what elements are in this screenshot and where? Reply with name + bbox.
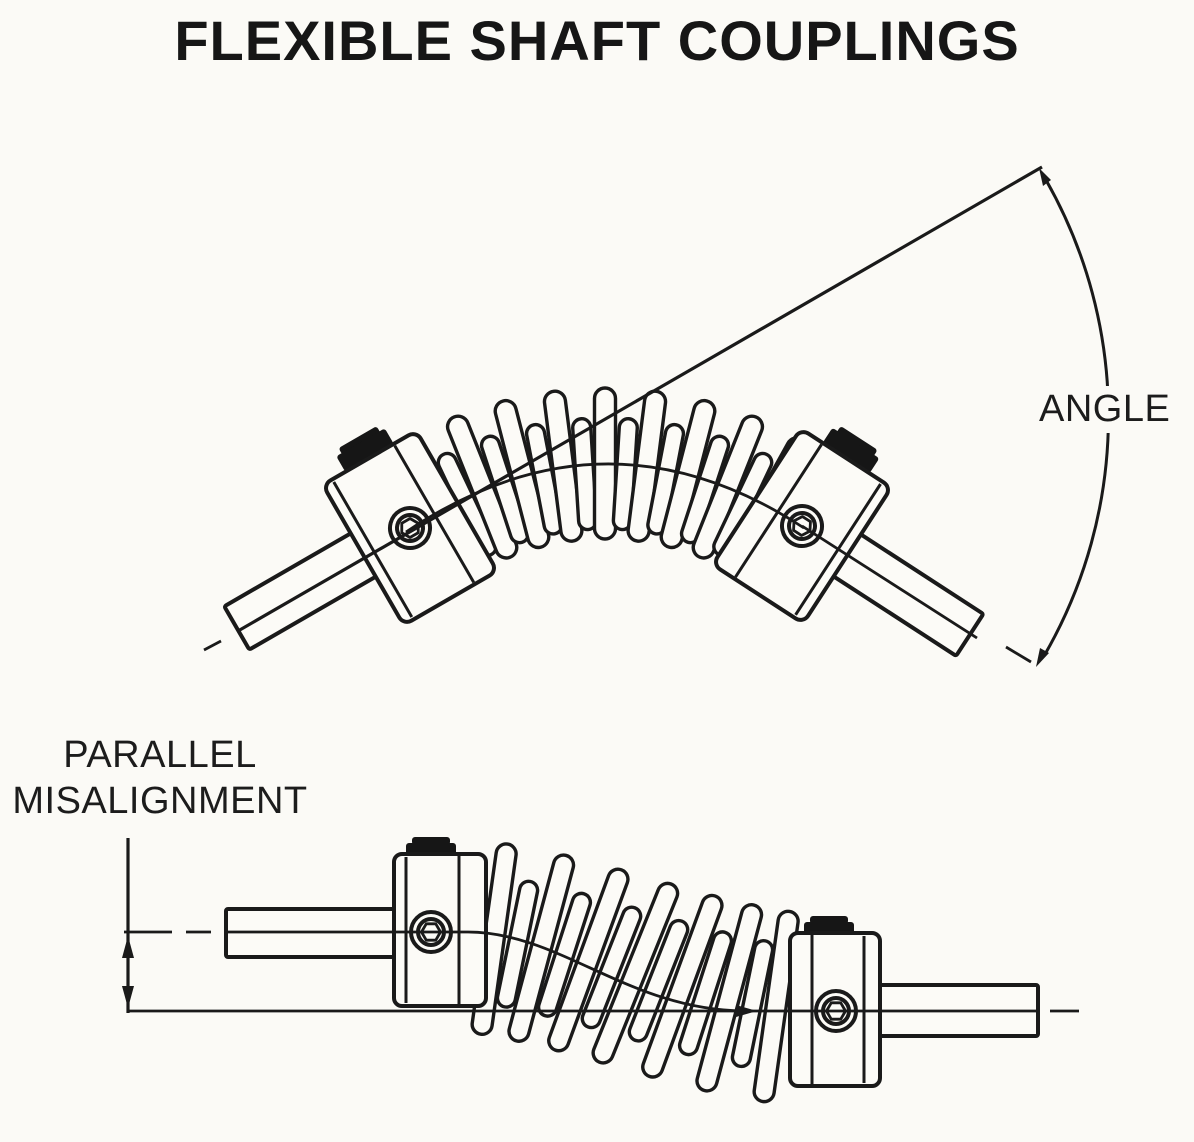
dimension-arrow-up — [122, 936, 134, 958]
set-screw-cap-icon — [836, 427, 877, 457]
right-axis-dash — [1005, 645, 1032, 664]
coupling-centerline-s-curve — [467, 930, 747, 1013]
bellows-fin — [591, 881, 680, 1065]
left-axis-dash — [203, 639, 222, 652]
angle-label: ANGLE — [1034, 386, 1176, 433]
right-hub-assembly-lower — [788, 916, 1040, 1088]
bellows-fin — [695, 903, 764, 1093]
coupling-centerline-curve — [405, 462, 805, 534]
bellows-fin — [677, 930, 734, 1057]
hex-socket-icon — [400, 517, 420, 539]
arc-arrowhead-bottom — [1036, 648, 1049, 667]
set-screw-icon — [337, 429, 393, 471]
parallel-label-line1: PARALLEL — [63, 734, 257, 776]
bellows-fin — [752, 909, 800, 1104]
bellows-fin — [495, 879, 540, 1009]
left-hub-assembly-lower — [224, 837, 488, 1008]
dimension-arrow-down — [122, 986, 134, 1008]
left-axis-line — [237, 165, 1043, 633]
set-screw-icon — [823, 428, 879, 473]
bellows-fin — [547, 867, 630, 1053]
angular-misalignment-figure — [203, 165, 1110, 667]
arc-arrowhead-top — [1039, 168, 1051, 186]
bellows-fin — [580, 905, 643, 1030]
flexible-bellows-lower — [470, 842, 800, 1104]
right-axis-line — [801, 524, 978, 640]
hub-flange-line — [734, 443, 823, 578]
parallel-misalignment-label: PARALLEL MISALIGNMENT — [10, 732, 310, 824]
bellows-fin — [730, 938, 775, 1069]
hub-edge-line — [332, 481, 414, 618]
page-title: FLEXIBLE SHAFT COUPLINGS — [174, 9, 1020, 72]
set-screw-cap-icon — [339, 427, 380, 455]
parallel-label-line2: MISALIGNMENT — [12, 780, 308, 822]
parallel-misalignment-figure — [122, 837, 1079, 1104]
bellows-fin — [641, 893, 724, 1079]
